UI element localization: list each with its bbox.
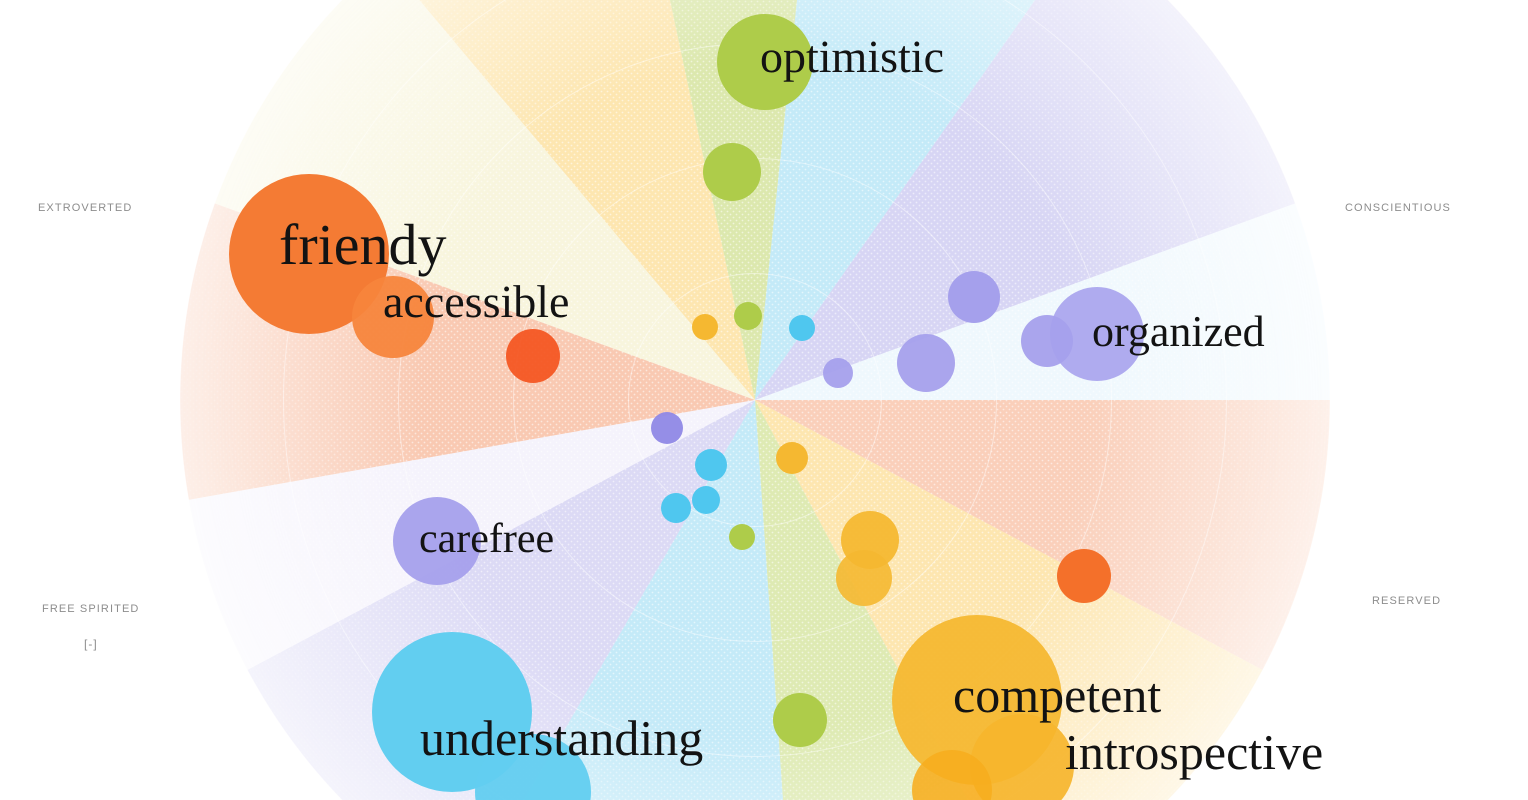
- b-carefree[interactable]: [393, 497, 481, 585]
- axis-marker-free-spirited-marker: [-]: [84, 637, 98, 651]
- b-violet-5[interactable]: [823, 358, 853, 388]
- trait-label-introspective[interactable]: introspective: [1065, 724, 1324, 780]
- b-violet-1[interactable]: [948, 271, 1000, 323]
- b-gold-7[interactable]: [912, 750, 992, 800]
- b-organized[interactable]: [1050, 287, 1144, 381]
- b-optimistic[interactable]: [717, 14, 813, 110]
- b-friendly[interactable]: [229, 174, 389, 334]
- b-green-2[interactable]: [703, 143, 761, 201]
- b-cyan-3[interactable]: [692, 486, 720, 514]
- b-cyan-2[interactable]: [695, 449, 727, 481]
- trait-label-carefree[interactable]: carefree: [419, 516, 555, 562]
- axis-label-reserved: RESERVED: [1372, 595, 1442, 607]
- b-orange-right[interactable]: [1057, 549, 1111, 603]
- axis-label-extroverted: EXTROVERTED: [38, 202, 133, 214]
- b-green-4[interactable]: [729, 524, 755, 550]
- b-gold-1[interactable]: [692, 314, 718, 340]
- bubble-layer: [229, 14, 1144, 800]
- b-cyan-6[interactable]: [475, 734, 591, 800]
- axis-label-conscientious: CONSCIENTIOUS: [1345, 202, 1451, 214]
- trait-label-accessible[interactable]: accessible: [383, 276, 570, 327]
- b-green-5[interactable]: [773, 693, 827, 747]
- b-gold-6[interactable]: [970, 714, 1074, 800]
- b-cyan-1[interactable]: [789, 315, 815, 341]
- b-accessible[interactable]: [352, 276, 434, 358]
- b-cyan-4[interactable]: [661, 493, 691, 523]
- b-violet-4[interactable]: [897, 334, 955, 392]
- b-gold-4[interactable]: [836, 550, 892, 606]
- b-violet-3[interactable]: [1021, 315, 1073, 367]
- b-orange-small[interactable]: [506, 329, 560, 383]
- axis-label-free-spirited: FREE SPIRITED: [42, 603, 140, 615]
- b-green-3[interactable]: [734, 302, 762, 330]
- b-violet-6[interactable]: [651, 412, 683, 444]
- trait-label-organized[interactable]: organized: [1092, 307, 1265, 356]
- trait-label-competent[interactable]: competent: [953, 667, 1162, 723]
- trait-label-understanding[interactable]: understanding: [420, 710, 704, 766]
- trait-label-optimistic[interactable]: optimistic: [760, 31, 944, 82]
- b-gold-2[interactable]: [776, 442, 808, 474]
- ring-guide-3: [283, 0, 1227, 800]
- trait-label-friendly[interactable]: friendy: [279, 212, 447, 277]
- ring-guide-0: [628, 273, 882, 527]
